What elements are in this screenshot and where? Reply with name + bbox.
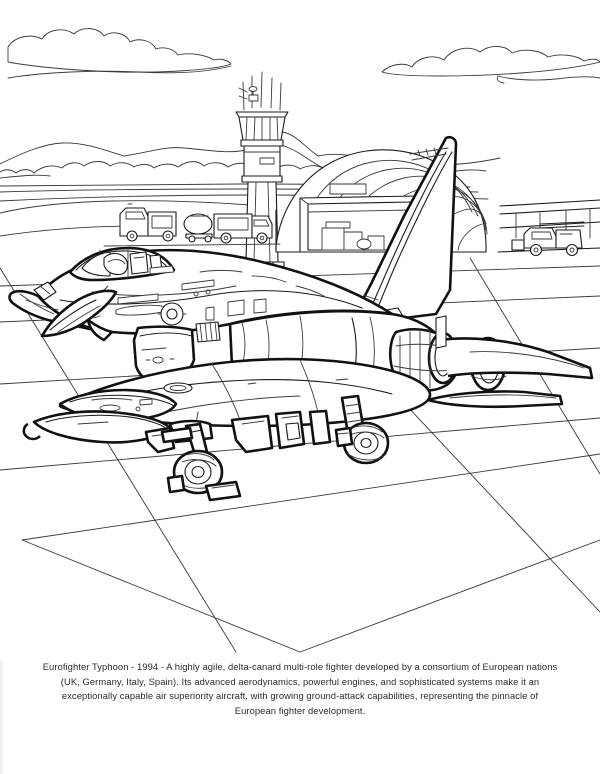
- aircraft: [8, 135, 594, 502]
- pilot: [103, 251, 175, 276]
- wingtip-missile: [22, 388, 178, 454]
- caption-text: Eurofighter Typhoon - 1994 - A highly ag…: [42, 661, 558, 716]
- aft-wing: [426, 390, 564, 409]
- cloud-left: [7, 28, 232, 79]
- support-vehicles: [103, 203, 281, 247]
- crane-truck: [511, 221, 585, 257]
- main-landing-gear: [334, 394, 390, 465]
- canard-foreplane: [40, 289, 118, 342]
- line-art-illustration: .ln { fill:none; stroke:#1a1a1a; stroke-…: [0, 28, 600, 653]
- nose-cone: [8, 281, 98, 332]
- caption-block: Eurofighter Typhoon - 1994 - A highly ag…: [0, 660, 600, 718]
- nose-landing-gear: [160, 422, 242, 502]
- cloud-right: [381, 46, 600, 84]
